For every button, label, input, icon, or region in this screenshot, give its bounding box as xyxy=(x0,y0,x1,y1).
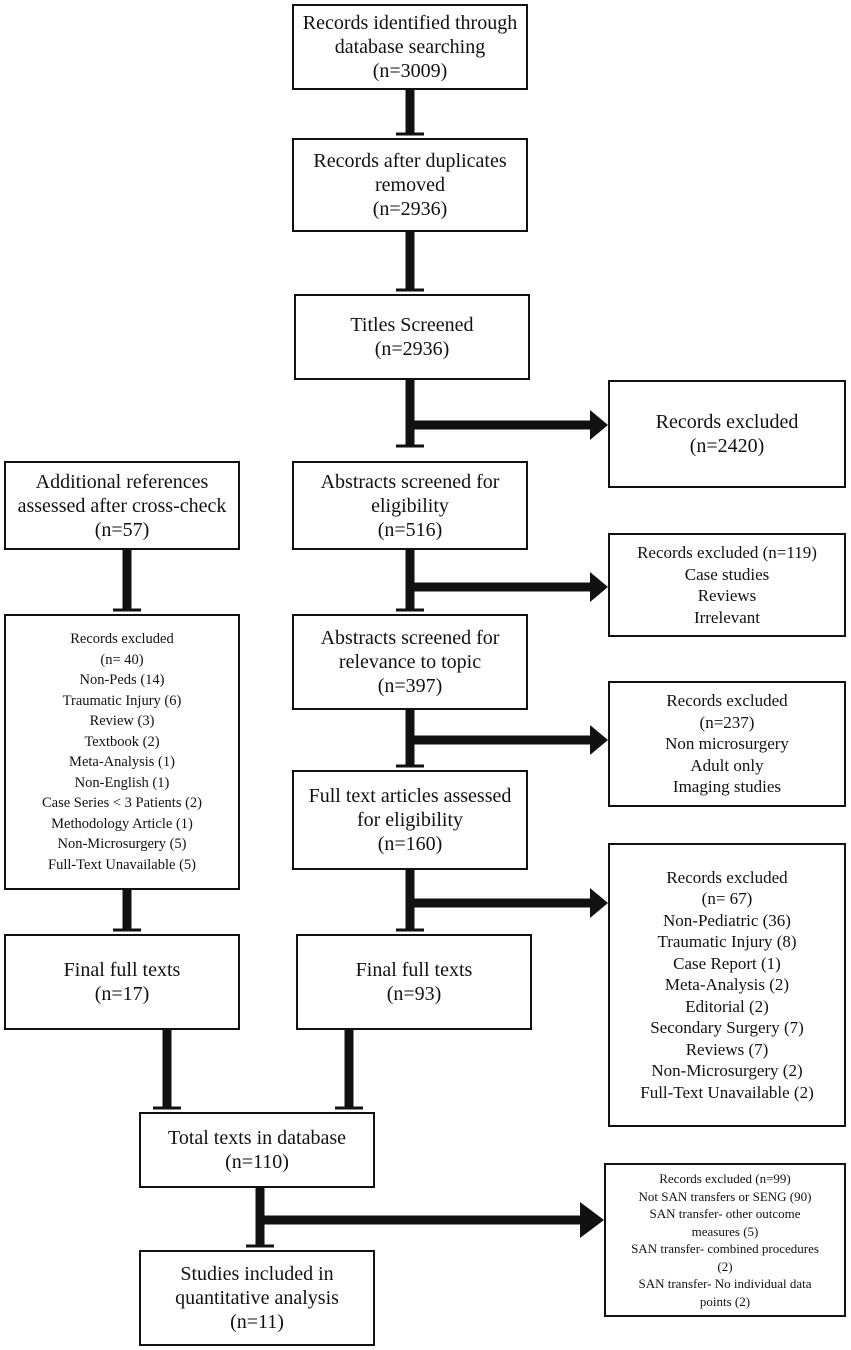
identified-line-1: Records identified through xyxy=(302,12,518,34)
excluded-total-item: SAN transfer- combined procedures xyxy=(631,1241,819,1256)
arrowhead-total-excluded xyxy=(580,1202,604,1238)
excluded-total-heading: Records excluded (n=99) xyxy=(659,1171,791,1186)
excluded-fulltext-item: Meta-Analysis (2) xyxy=(664,975,790,995)
excluded-fulltext-heading: Records excluded xyxy=(666,867,788,887)
titles-screened-box: Titles Screened (n=2936) xyxy=(294,294,530,380)
abstracts-relevance-line-2: relevance to topic xyxy=(338,651,482,673)
abstracts-relevance-box: Abstracts screened for relevance to topi… xyxy=(292,614,528,710)
excluded-titles-box: Records excluded (n=2420) xyxy=(608,380,846,488)
abstracts-relevance-line-1: Abstracts screened for xyxy=(320,627,500,649)
additional-references-box: Additional references assessed after cro… xyxy=(4,461,240,550)
excluded-fulltext-item: Editorial (2) xyxy=(685,996,769,1016)
excluded-fulltext-box: Records excluded (n= 67) Non-Pediatric (… xyxy=(608,843,846,1127)
identified-count: (n=3009) xyxy=(372,60,448,82)
excluded-crosscheck-box: Records excluded (n= 40) Non-Peds (14) T… xyxy=(4,614,240,890)
excluded-total-item: (2) xyxy=(717,1258,733,1274)
excluded-fulltext-item: Non-Pediatric (36) xyxy=(663,910,791,930)
abstracts-eligibility-box: Abstracts screened for eligibility (n=51… xyxy=(292,461,528,550)
final-fulltexts-left-box: Final full texts (n=17) xyxy=(4,934,240,1030)
included-count: (n=11) xyxy=(230,1311,284,1333)
excluded-crosscheck-item: Full-Text Unavailable (5) xyxy=(48,856,196,873)
excluded-titles-count: (n=2420) xyxy=(689,435,765,457)
excluded-fulltext-count: (n= 67) xyxy=(701,889,753,909)
excluded-crosscheck-item: Meta-Analysis (1) xyxy=(69,754,175,770)
final-left-count: (n=17) xyxy=(94,983,150,1005)
excluded-fulltext-item: Reviews (7) xyxy=(685,1039,769,1059)
final-right-count: (n=93) xyxy=(386,983,442,1005)
excluded-total-item: SAN transfer- No individual data xyxy=(638,1276,812,1291)
titles-count: (n=2936) xyxy=(374,338,450,360)
excluded-fulltext-item: Case Report (1) xyxy=(673,953,781,973)
excluded-fulltext-item: Full-Text Unavailable (2) xyxy=(640,1082,814,1102)
excluded-fulltext-item: Traumatic Injury (8) xyxy=(657,932,797,952)
excluded-relevance-heading: Records excluded xyxy=(666,691,788,711)
titles-line-1: Titles Screened xyxy=(350,314,474,336)
excluded-crosscheck-item: Textbook (2) xyxy=(84,733,160,750)
excluded-abstracts-box: Records excluded (n=119) Case studies Re… xyxy=(608,533,846,637)
included-line-1: Studies included in xyxy=(180,1263,334,1285)
final-fulltexts-right-box: Final full texts (n=93) xyxy=(296,934,532,1030)
identified-box: Records identified through database sear… xyxy=(292,4,528,90)
excluded-relevance-item: Adult only xyxy=(690,755,764,775)
duplicates-count: (n=2936) xyxy=(372,198,448,220)
excluded-crosscheck-item: Non-English (1) xyxy=(74,774,170,791)
arrowhead-titles-excluded xyxy=(590,410,608,440)
arrowhead-relevance-excluded xyxy=(590,725,608,755)
fulltext-line-1: Full text articles assessed xyxy=(308,785,512,807)
excluded-crosscheck-item: Review (3) xyxy=(89,713,155,729)
excluded-crosscheck-count: (n= 40) xyxy=(100,651,144,668)
additional-line-1: Additional references xyxy=(35,470,209,493)
additional-line-2: assessed after cross-check xyxy=(17,494,227,517)
arrowhead-abstracts-excluded xyxy=(590,572,608,602)
excluded-abstracts-item: Case studies xyxy=(684,564,770,584)
excluded-crosscheck-item: Non-Microsurgery (5) xyxy=(57,836,187,852)
arrowhead-fulltext-excluded xyxy=(590,888,608,918)
duplicates-removed-box: Records after duplicates removed (n=2936… xyxy=(292,138,528,232)
excluded-crosscheck-item: Non-Peds (14) xyxy=(79,672,165,688)
fulltext-eligibility-box: Full text articles assessed for eligibil… xyxy=(292,770,528,870)
excluded-relevance-count: (n=237) xyxy=(699,712,755,732)
excluded-total-item: points (2) xyxy=(699,1293,751,1309)
excluded-fulltext-item: Secondary Surgery (7) xyxy=(650,1018,804,1038)
total-count: (n=110) xyxy=(225,1151,289,1173)
studies-included-box: Studies included in quantitative analysi… xyxy=(139,1250,375,1346)
excluded-total-item: SAN transfer- other outcome xyxy=(649,1206,801,1221)
excluded-relevance-item: Non microsurgery xyxy=(665,734,789,754)
total-line-1: Total texts in database xyxy=(168,1127,346,1149)
excluded-fulltext-item: Non-Microsurgery (2) xyxy=(651,1061,803,1081)
excluded-abstracts-item: Reviews xyxy=(697,586,757,605)
abstracts-eligibility-line-2: eligibility xyxy=(371,494,449,517)
excluded-total-box: Records excluded (n=99) Not SAN transfer… xyxy=(604,1163,846,1317)
excluded-abstracts-heading: Records excluded (n=119) xyxy=(637,543,817,562)
excluded-crosscheck-heading: Records excluded xyxy=(70,631,174,647)
included-line-2: quantitative analysis xyxy=(175,1287,339,1309)
excluded-total-item: measures (5) xyxy=(691,1223,759,1239)
duplicates-line-2: removed xyxy=(375,174,445,196)
fulltext-line-2: for eligibility xyxy=(356,809,464,831)
excluded-crosscheck-item: Case Series < 3 Patients (2) xyxy=(42,795,202,811)
excluded-abstracts-item: Irrelevant xyxy=(693,607,761,627)
final-right-line-1: Final full texts xyxy=(355,959,473,981)
excluded-titles-line-1: Records excluded xyxy=(655,411,799,433)
fulltext-count: (n=160) xyxy=(377,833,443,855)
identified-line-2: database searching xyxy=(334,36,486,58)
abstracts-eligibility-count: (n=516) xyxy=(377,518,443,541)
duplicates-line-1: Records after duplicates xyxy=(313,150,507,172)
final-left-line-1: Final full texts xyxy=(63,959,181,981)
excluded-total-item: Not SAN transfers or SENG (90) xyxy=(638,1188,812,1204)
excluded-crosscheck-item: Traumatic Injury (6) xyxy=(62,692,182,709)
excluded-crosscheck-item: Methodology Article (1) xyxy=(51,815,193,832)
abstracts-relevance-count: (n=397) xyxy=(377,675,443,697)
excluded-relevance-box: Records excluded (n=237) Non microsurger… xyxy=(608,681,846,807)
excluded-relevance-item: Imaging studies xyxy=(672,777,782,797)
total-texts-box: Total texts in database (n=110) xyxy=(139,1112,375,1188)
abstracts-eligibility-line-1: Abstracts screened for xyxy=(320,470,500,493)
additional-count: (n=57) xyxy=(94,518,150,541)
